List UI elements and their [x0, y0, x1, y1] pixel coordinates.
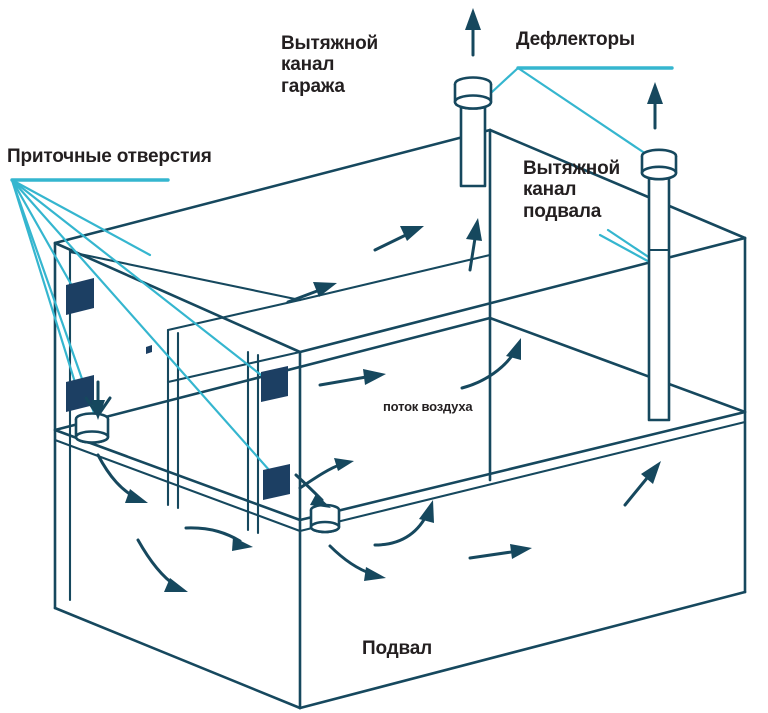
arrow-curve-right-basement-2 — [328, 544, 386, 581]
arrow-right-basement-1 — [184, 526, 253, 551]
leader-lines — [10, 66, 674, 490]
intake-vent-5 — [146, 345, 152, 354]
basement-exhaust-duct — [640, 82, 678, 422]
label-basement-exhaust-duct: Вытяжной канал подвала — [523, 158, 620, 222]
ceiling-inner-edge — [68, 250, 492, 302]
roof-plane — [53, 128, 747, 354]
arrow-curve-mid-up — [373, 500, 434, 547]
arrow-curve-down-left-2 — [136, 538, 188, 592]
intake-vent-2 — [66, 375, 94, 412]
label-air-flow: поток воздуха — [383, 399, 473, 414]
arrow-up-right-2 — [286, 282, 337, 304]
arrow-up-vertical-1 — [466, 218, 482, 272]
airflow-arrows — [96, 218, 661, 592]
arrow-curve-down-left-1 — [96, 453, 148, 503]
floor-duct-inlet-mid — [309, 503, 341, 534]
label-garage-exhaust-duct: Вытяжной канал гаража — [281, 33, 378, 97]
label-intake-openings: Приточные отверстия — [7, 146, 212, 167]
intake-vent-3 — [261, 366, 288, 402]
arrow-up-right-3 — [318, 369, 386, 387]
arrow-curve-up-to-basement-duct — [298, 458, 354, 490]
building-shell — [53, 128, 747, 710]
floor-duct-inlet-left — [74, 380, 112, 444]
interior-partitions — [166, 298, 302, 535]
mid-floor-plane — [53, 316, 747, 533]
garage-exhaust-duct — [453, 8, 493, 188]
arrow-up-far-right — [623, 461, 661, 507]
intake-vent-1 — [66, 278, 94, 315]
basement-floor-plane — [53, 590, 747, 710]
label-basement: Подвал — [362, 638, 432, 659]
arrow-curve-into-mid-duct — [294, 473, 331, 508]
arrow-up-right-1 — [373, 226, 424, 252]
arrow-curve-right-wall — [460, 338, 521, 390]
label-deflectors: Дефлекторы — [516, 29, 635, 50]
intake-vent-4 — [263, 464, 290, 500]
intake-vent-openings — [66, 278, 290, 500]
arrow-right-basement-3 — [468, 544, 532, 560]
